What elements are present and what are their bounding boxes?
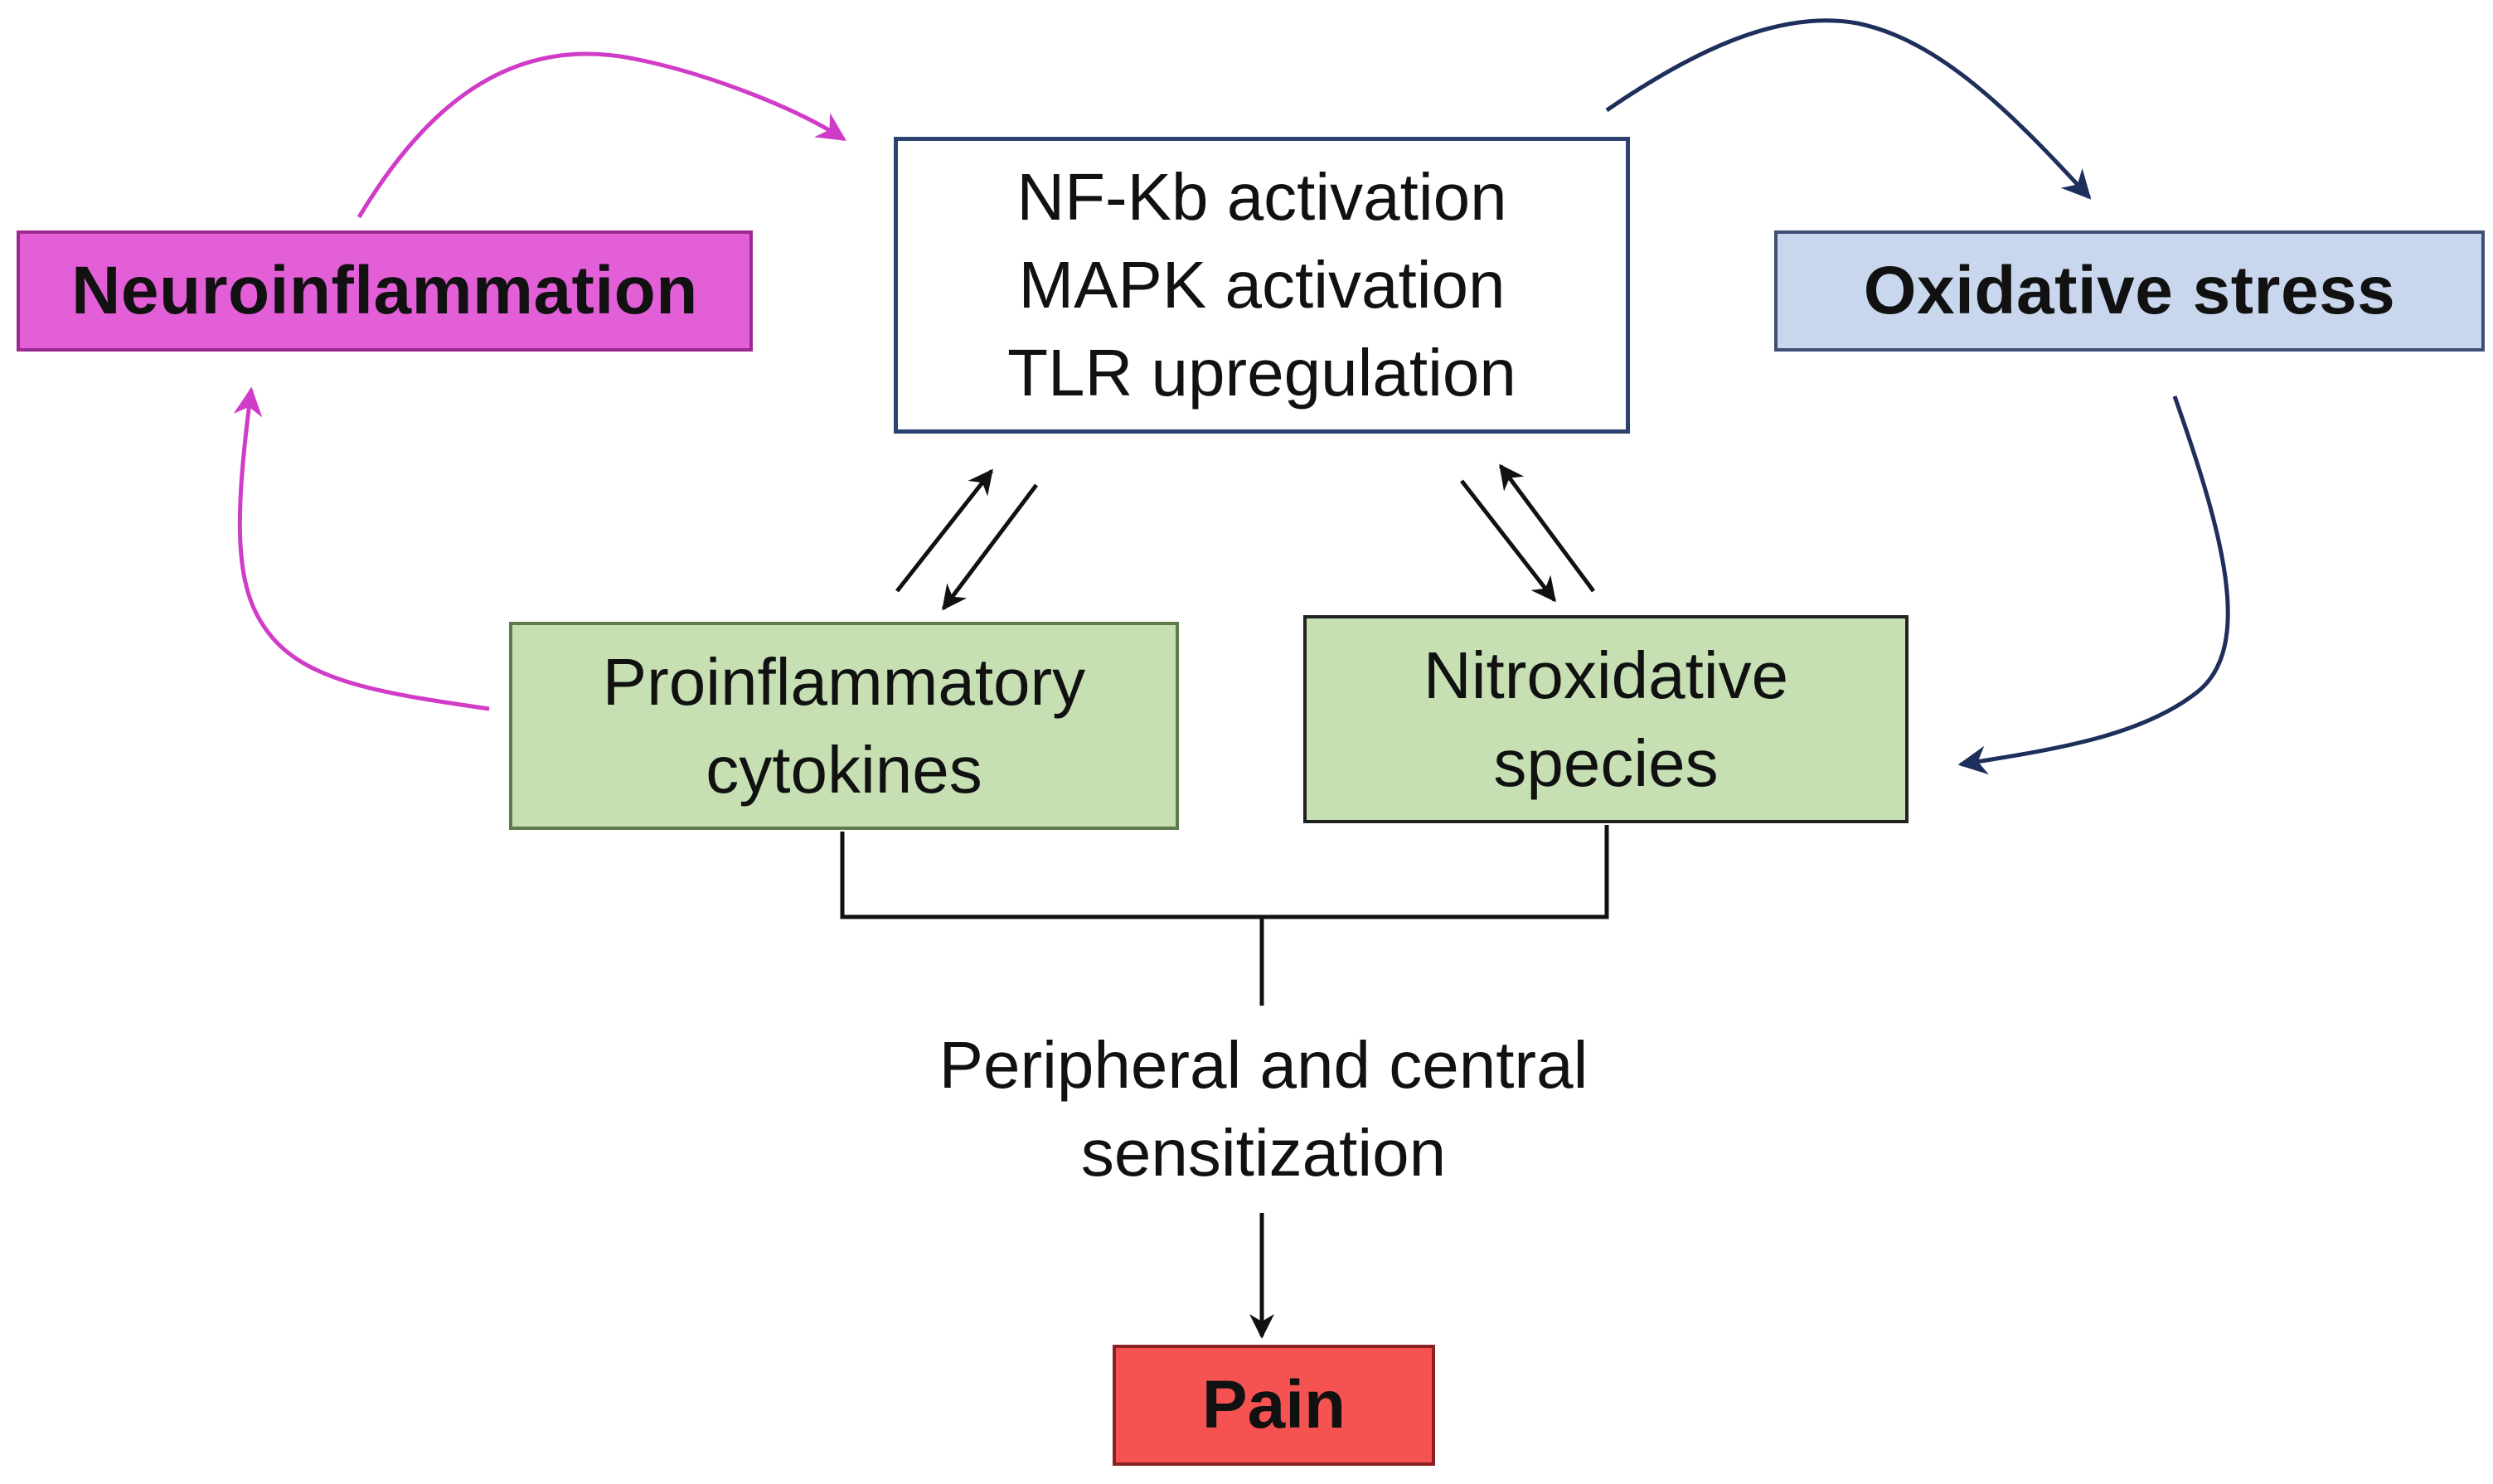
oxidative-stress-label: Oxidative stress (1863, 253, 2396, 328)
sensitization-line-2: sensitization (1080, 1116, 1447, 1190)
cytokines-line-1: Proinflammatory (602, 644, 1086, 719)
arrow-nitro-to-center (1498, 463, 1596, 593)
neuroinflammation-box: Neuroinflammation (17, 230, 753, 352)
oxidative-stress-box: Oxidative stress (1774, 230, 2485, 352)
arrow-center-to-cytokines (942, 483, 1038, 611)
arrow-center-to-oxidative (1605, 18, 2092, 200)
sensitization-line-1: Peripheral and central (939, 1028, 1588, 1102)
cytokines-line-2: cytokines (706, 732, 982, 807)
join-bracket (840, 825, 1609, 919)
arrow-cytokines-to-neuro (233, 386, 490, 711)
cytokines-box: Proinflammatory cytokines (509, 622, 1179, 830)
arrow-oxidative-to-nitro (1957, 395, 2230, 775)
sensitization-text: Peripheral and central sensitization (829, 1018, 1698, 1200)
signaling-line-3: TLR upregulation (1007, 336, 1516, 410)
pain-box: Pain (1113, 1345, 1435, 1466)
signaling-line-1: NF-Kb activation (1016, 160, 1507, 234)
nitroxidative-line-2: species (1493, 725, 1719, 800)
nitroxidative-box: Nitroxidative species (1303, 615, 1909, 823)
arrow-center-to-nitro (1460, 479, 1556, 603)
signaling-box: NF-Kb activation MAPK activation TLR upr… (894, 137, 1630, 434)
nitroxidative-line-1: Nitroxidative (1423, 638, 1789, 712)
arrow-neuro-to-center (356, 51, 846, 219)
neuroinflammation-label: Neuroinflammation (71, 253, 698, 328)
arrow-cytokines-to-center (895, 468, 993, 593)
pain-label: Pain (1201, 1367, 1346, 1443)
signaling-line-2: MAPK activation (1018, 248, 1506, 322)
